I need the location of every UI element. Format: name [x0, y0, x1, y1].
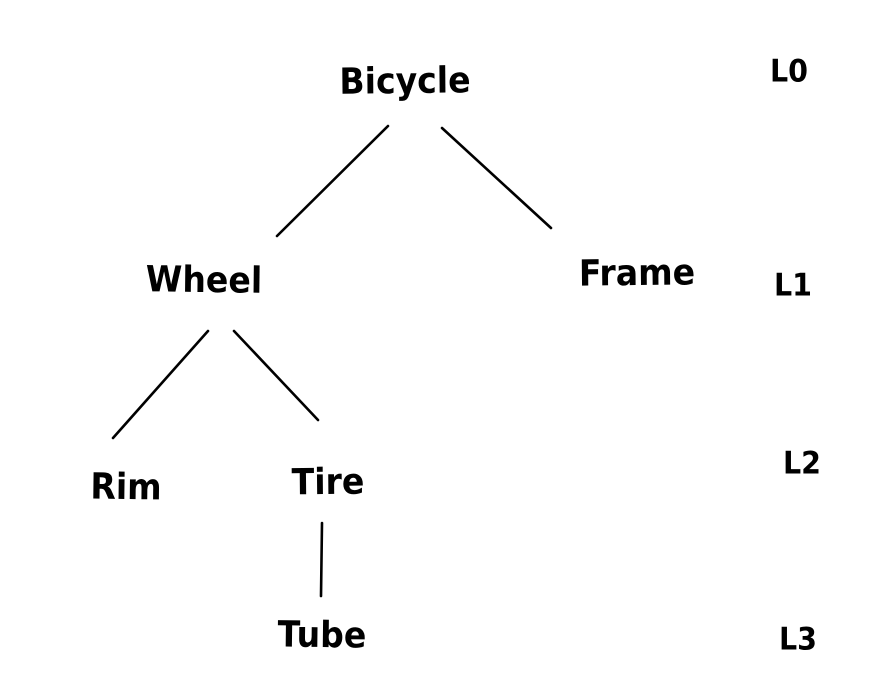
level-label-l1: L1	[773, 267, 813, 304]
node-bicycle: Bicycle	[339, 60, 471, 103]
node-wheel: Wheel	[145, 259, 263, 302]
edge-wheel-tire	[232, 329, 320, 422]
edge-tire-tube	[319, 521, 324, 598]
edge-bicycle-frame	[440, 126, 553, 230]
edge-wheel-rim	[111, 329, 210, 440]
node-rim: Rim	[90, 466, 162, 509]
level-label-l0: L0	[769, 53, 809, 90]
node-tube: Tube	[277, 614, 367, 657]
node-tire: Tire	[291, 461, 365, 504]
node-frame: Frame	[578, 252, 696, 295]
level-label-l2: L2	[782, 445, 822, 482]
edge-bicycle-wheel	[275, 124, 390, 238]
level-label-l3: L3	[778, 621, 818, 658]
